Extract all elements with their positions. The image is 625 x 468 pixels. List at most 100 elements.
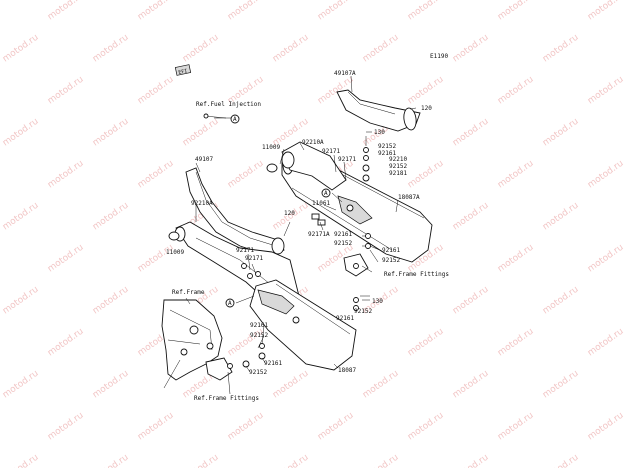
part-label: 92171 [338,156,356,163]
watermark-text: motod.ru [496,411,536,443]
part-label: 92161 [336,315,354,322]
hardware [203,113,371,369]
watermark-text: motod.ru [46,75,86,107]
part-label: 130 [374,129,385,136]
watermark-text: motod.ru [406,0,446,22]
part-label: 92152 [354,308,372,315]
watermark-text: motod.ru [496,75,536,107]
watermark-text: motod.ru [451,369,491,401]
bracket-right [343,253,369,277]
part-number-labels: 49107A 120 130 92152 92161 92210 92152 9… [166,70,432,376]
part-label: 92152 [382,257,400,264]
watermark-text: motod.ru [451,285,491,317]
svg-text:EFI: EFI [178,68,188,76]
part-label: 92181 [389,170,407,177]
svg-text:A: A [228,300,232,307]
watermark-text: motod.ru [541,453,581,468]
watermark-text: motod.ru [586,327,625,359]
callout-marker-1: A [230,114,240,124]
watermark-text: motod.ru [136,411,176,443]
watermark-text: motod.ru [541,285,581,317]
watermark-text: motod.ru [496,243,536,275]
watermark-text: motod.ru [496,327,536,359]
watermark-text: motod.ru [136,159,176,191]
watermark-text: motod.ru [46,159,86,191]
watermark-text: motod.ru [91,285,131,317]
svg-text:A: A [324,190,328,197]
gasket-11009-left [168,231,180,241]
part-label: 92171A [308,231,330,238]
watermark-text: motod.ru [361,453,401,468]
watermark-text: motod.ru [181,117,221,149]
watermark-text: motod.ru [586,75,625,107]
watermark-text: motod.ru [496,0,536,22]
watermark-text: motod.ru [586,411,625,443]
part-label: 92171 [236,247,254,254]
watermark-text: motod.ru [46,327,86,359]
watermark-text: motod.ru [1,285,41,317]
part-label: 92171 [322,148,340,155]
pipe-segment-upper [281,141,347,191]
watermark-text: motod.ru [136,243,176,275]
ref-frame-fittings-right: Ref.Frame Fittings [384,271,449,278]
watermark-text: motod.ru [1,369,41,401]
frame [161,299,233,389]
watermark-text: motod.ru [406,327,446,359]
ref-frame-fittings-bottom: Ref.Frame Fittings [194,395,259,402]
watermark-text: motod.ru [586,243,625,275]
part-label: 92161 [250,322,268,329]
watermark-text: motod.ru [91,117,131,149]
part-label: 130 [372,298,383,305]
part-label: 18087A [398,194,420,201]
leader-lines [185,75,417,395]
watermark-text: motod.ru [316,411,356,443]
watermark-text: motod.ru [1,453,41,468]
watermark-text: motod.ru [451,33,491,65]
part-label: 92210A [191,200,213,207]
watermark-text: motod.ru [451,201,491,233]
callout-marker-2: A [321,188,331,198]
part-label: 92161 [334,231,352,238]
watermark-text: motod.ru [181,33,221,65]
diagram-id: E1190 [430,53,448,60]
svg-text:A: A [233,116,237,123]
part-label: 92161 [264,360,282,367]
watermark-text: motod.ru [136,75,176,107]
part-label: 120 [421,105,432,112]
watermark-text: motod.ru [91,201,131,233]
part-label: 49107 [195,156,213,163]
watermark-text: motod.ru [46,411,86,443]
watermark-text: motod.ru [361,33,401,65]
part-label: 92171 [245,255,263,262]
watermark-text: motod.ru [406,411,446,443]
part-label: 92210A [302,139,324,146]
part-label: 11061 [312,200,330,207]
watermark-text: motod.ru [226,159,266,191]
part-label: 11009 [262,144,280,151]
gasket-11009-top [266,163,278,173]
watermark-text: motod.ru [46,0,86,22]
part-label: 92152 [250,332,268,339]
watermark-text: motod.ru [1,33,41,65]
watermark-text: motod.ru [541,201,581,233]
part-label: 120 [284,210,295,217]
part-label: 92152 [334,240,352,247]
watermark-text: motod.ru [226,411,266,443]
part-label: 92152 [378,143,396,150]
watermark-text: motod.ru [451,117,491,149]
muffler-cover-upper [336,89,421,132]
watermark-text: motod.ru [136,0,176,22]
ref-fuel-injection: Ref.Fuel Injection [196,101,261,108]
watermark-text: motod.ru [91,453,131,468]
watermark-text: motod.ru [226,0,266,22]
part-label: 92210 [389,156,407,163]
part-label: 11009 [166,249,184,256]
watermark-text: motod.ru [541,369,581,401]
callout-marker-3: A [225,298,235,308]
fuel-injection-icon: EFI [174,64,192,76]
watermark-text: motod.ru [46,243,86,275]
watermark-text: motod.ru [181,453,221,468]
part-label: 92161 [382,247,400,254]
watermark-text: motod.ru [586,0,625,22]
